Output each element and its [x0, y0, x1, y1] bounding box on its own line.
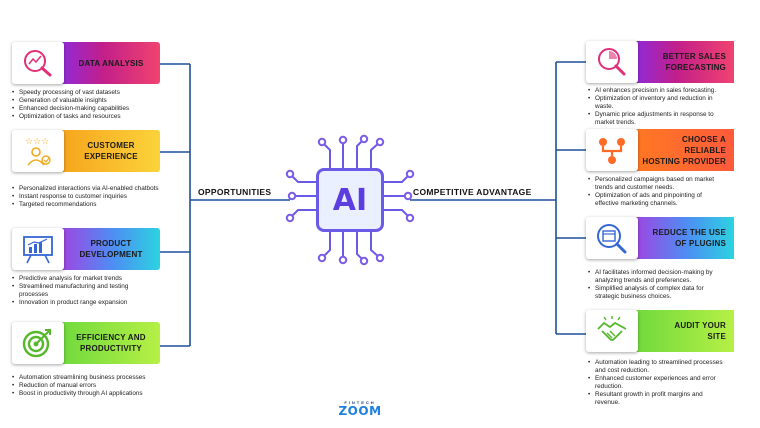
card-title-line: CHOOSE A RELIABLE: [682, 134, 726, 155]
list-item: Automation streamlining business process…: [12, 374, 187, 382]
list-item: Enhanced customer experiences and error: [588, 375, 753, 383]
list-item: Enhanced decision-making capabilities: [12, 105, 182, 113]
ai-chip: AI: [316, 168, 384, 232]
list-item: Personalized campaigns based on market: [588, 176, 748, 184]
card-data-analysis: DATA ANALYSIS: [12, 42, 160, 84]
card-choose-hosting-provider-bullets: Personalized campaigns based on market t…: [588, 176, 748, 208]
list-item: Innovation in product range expansion: [12, 299, 182, 307]
customer-rating-icon: ☆☆☆: [12, 130, 64, 172]
card-title-line: CUSTOMER: [87, 141, 135, 150]
card-title-line: PRODUCTIVITY: [80, 344, 142, 353]
list-item-continuation: processes: [19, 291, 49, 298]
presentation-board-icon: [12, 228, 64, 270]
ai-chip-text: AI: [332, 182, 368, 218]
list-item: Optimization of inventory and reduction …: [588, 95, 748, 103]
list-item: AI enhances precision in sales forecasti…: [588, 87, 748, 95]
card-audit-your-site-bullets: Automation leading to streamlined proces…: [588, 359, 753, 407]
card-title-line: BETTER SALES: [662, 52, 726, 61]
card-title-line: FORECASTING: [665, 63, 726, 72]
fintech-zoom-logo: FINTECH ZOOM: [330, 400, 390, 420]
card-product-development-banner: PRODUCT DEVELOPMENT: [56, 228, 160, 270]
list-item: Instant response to customer inquiries: [12, 193, 187, 201]
card-title-line: PRODUCT: [90, 239, 132, 248]
card-choose-hosting-provider: CHOOSE A RELIABLE HOSTING PROVIDER: [586, 129, 734, 171]
card-title-line: EFFICIENCY AND: [76, 333, 146, 342]
card-title-line: SITE: [707, 332, 726, 341]
opportunities-label: OPPORTUNITIES: [198, 187, 272, 197]
competitive-advantage-label: COMPETITIVE ADVANTAGE: [413, 187, 532, 197]
list-item: Boost in productivity through AI applica…: [12, 390, 187, 398]
list-item-continuation: revenue.: [595, 399, 620, 406]
card-better-sales-forecasting-bullets: AI enhances precision in sales forecasti…: [588, 87, 748, 127]
magnifier-chart-icon: [12, 42, 64, 84]
card-efficiency-productivity-bullets: Automation streamlining business process…: [12, 374, 187, 398]
list-item-continuation: reduction.: [595, 383, 624, 390]
card-reduce-plugins-banner: REDUCE THE USE OF PLUGINS: [630, 217, 734, 259]
logo-big-text: ZOOM: [338, 404, 382, 418]
list-item: Dynamic price adjustments in response to: [588, 111, 748, 119]
card-title-line: DEVELOPMENT: [79, 250, 143, 259]
card-customer-experience-bullets: Personalized interactions via AI-enabled…: [12, 185, 187, 209]
list-item-continuation: trends and customer needs.: [595, 184, 675, 191]
web-search-icon: [586, 217, 638, 259]
list-item: Predictive analysis for market trends: [12, 275, 182, 283]
card-better-sales-forecasting-banner: BETTER SALES FORECASTING: [630, 41, 734, 83]
card-audit-your-site-banner: AUDIT YOUR SITE: [630, 310, 734, 352]
card-product-development: PRODUCT DEVELOPMENT: [12, 228, 160, 270]
target-arrow-icon: [12, 322, 64, 364]
logo-small-text: FINTECH: [344, 400, 376, 405]
list-item: Optimization of ads and pinpointing of: [588, 192, 748, 200]
list-item: Optimization of tasks and resources: [12, 113, 182, 121]
list-item: Personalized interactions via AI-enabled…: [12, 185, 187, 193]
list-item: Generation of valuable insights: [12, 97, 182, 105]
card-title-line: OF PLUGINS: [675, 239, 726, 248]
card-audit-your-site: AUDIT YOUR SITE: [586, 310, 734, 352]
card-customer-experience: CUSTOMER EXPERIENCE ☆☆☆: [12, 130, 160, 172]
card-title-line: DATA ANALYSIS: [78, 58, 144, 68]
card-title-line: HOSTING PROVIDER: [642, 156, 726, 166]
list-item: Resultant growth in profit margins and: [588, 391, 753, 399]
card-choose-hosting-provider-banner: CHOOSE A RELIABLE HOSTING PROVIDER: [630, 129, 734, 171]
card-title-line: AUDIT YOUR: [674, 321, 726, 330]
card-efficiency-productivity: EFFICIENCY AND PRODUCTIVITY: [12, 322, 160, 364]
list-item-continuation: strategic business choices.: [595, 293, 672, 300]
list-item-continuation: and cost reduction.: [595, 367, 649, 374]
card-product-development-bullets: Predictive analysis for market trends St…: [12, 275, 182, 307]
list-item: Speedy processing of vast datasets: [12, 89, 182, 97]
card-reduce-plugins: REDUCE THE USE OF PLUGINS: [586, 217, 734, 259]
list-item: Reduction of manual errors: [12, 382, 187, 390]
list-item: AI facilitates informed decision-making …: [588, 269, 748, 277]
list-item: Streamlined manufacturing and testing: [12, 283, 182, 291]
list-item: Targeted recommendations: [12, 201, 187, 209]
list-item: Simplified analysis of complex data for: [588, 285, 748, 293]
search-pie-icon: [586, 41, 638, 83]
card-title-line: EXPERIENCE: [84, 152, 138, 161]
network-nodes-icon: [586, 129, 638, 171]
list-item-continuation: market trends.: [595, 119, 636, 126]
card-data-analysis-bullets: Speedy processing of vast datasets Gener…: [12, 89, 182, 121]
list-item-continuation: effective marketing channels.: [595, 200, 678, 207]
list-item-continuation: waste.: [595, 103, 614, 110]
card-reduce-plugins-bullets: AI facilitates informed decision-making …: [588, 269, 748, 301]
svg-text:☆☆☆: ☆☆☆: [25, 137, 49, 147]
card-title-line: REDUCE THE USE: [652, 228, 726, 237]
card-data-analysis-banner: DATA ANALYSIS: [56, 42, 160, 84]
card-efficiency-productivity-banner: EFFICIENCY AND PRODUCTIVITY: [56, 322, 160, 364]
handshake-icon: [586, 310, 638, 352]
list-item-continuation: analyzing trends and preferences.: [595, 277, 692, 284]
list-item: Automation leading to streamlined proces…: [588, 359, 753, 367]
card-customer-experience-banner: CUSTOMER EXPERIENCE: [56, 130, 160, 172]
card-better-sales-forecasting: BETTER SALES FORECASTING: [586, 41, 734, 83]
